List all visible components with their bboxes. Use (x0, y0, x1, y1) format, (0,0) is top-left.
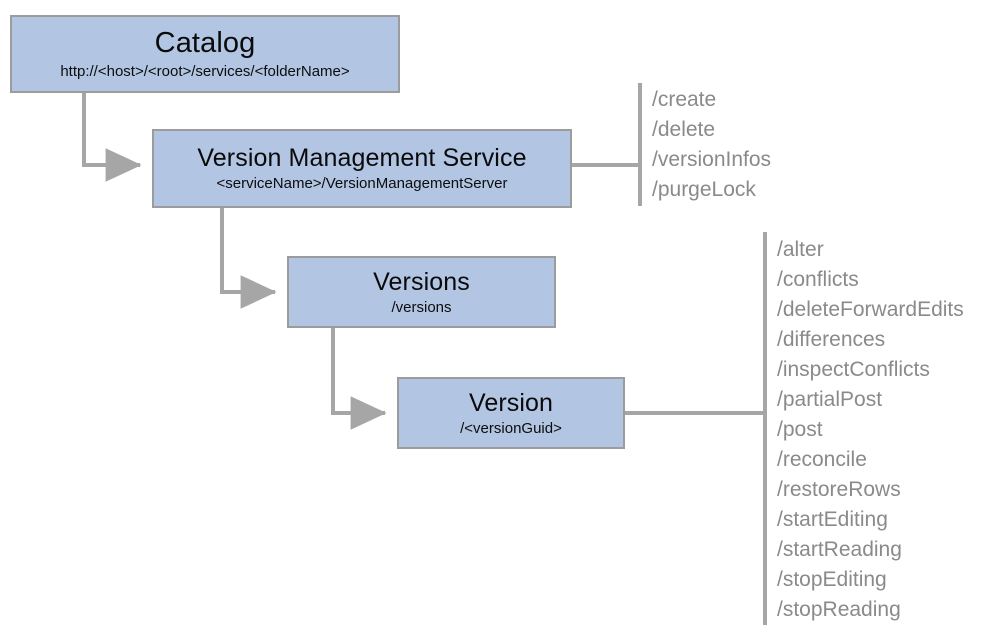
version-operations-list: /alter/conflicts/deleteForwardEdits/diff… (777, 235, 964, 625)
node-versions-subtitle: /versions (391, 298, 452, 316)
node-versions[interactable]: Versions /versions (287, 256, 556, 328)
operation-item: /stopEditing (777, 568, 887, 591)
operation-item: /reconcile (777, 448, 867, 471)
connector-catalog-to-service (82, 93, 142, 182)
operation-item: /post (777, 418, 823, 441)
node-catalog-title: Catalog (154, 27, 256, 60)
operation-item: /startReading (777, 538, 902, 561)
operation-item: /purgeLock (652, 178, 756, 201)
node-version-management-service-title: Version Management Service (197, 144, 527, 172)
node-version-management-service-subtitle: <serviceName>/VersionManagementServer (216, 175, 508, 193)
operation-item: /differences (777, 328, 886, 351)
node-version-management-service[interactable]: Version Management Service <serviceName>… (152, 129, 572, 208)
operation-item: /conflicts (777, 268, 859, 291)
node-version-subtitle: /<versionGuid> (460, 419, 562, 437)
node-catalog[interactable]: Catalog http://<host>/<root>/services/<f… (10, 15, 400, 93)
operation-item: /versionInfos (652, 148, 772, 171)
node-catalog-subtitle: http://<host>/<root>/services/<folderNam… (60, 62, 350, 80)
node-versions-title: Versions (373, 267, 470, 296)
node-version-title: Version (468, 388, 554, 417)
connector-versions-to-version (331, 328, 387, 430)
service-operations-list: /create/delete/versionInfos/purgeLock (652, 85, 771, 205)
operation-item: /startEditing (777, 508, 888, 531)
operation-item: /alter (777, 238, 824, 261)
operation-item: /restoreRows (777, 478, 901, 501)
operation-item: /deleteForwardEdits (777, 298, 964, 321)
operation-item: /delete (652, 118, 716, 141)
operation-item: /partialPost (777, 388, 883, 411)
node-version[interactable]: Version /<versionGuid> (397, 377, 625, 449)
operation-item: /create (652, 88, 717, 111)
operation-item: /inspectConflicts (777, 358, 930, 381)
connector-service-to-versions (220, 208, 277, 309)
operation-item: /stopReading (777, 598, 901, 621)
